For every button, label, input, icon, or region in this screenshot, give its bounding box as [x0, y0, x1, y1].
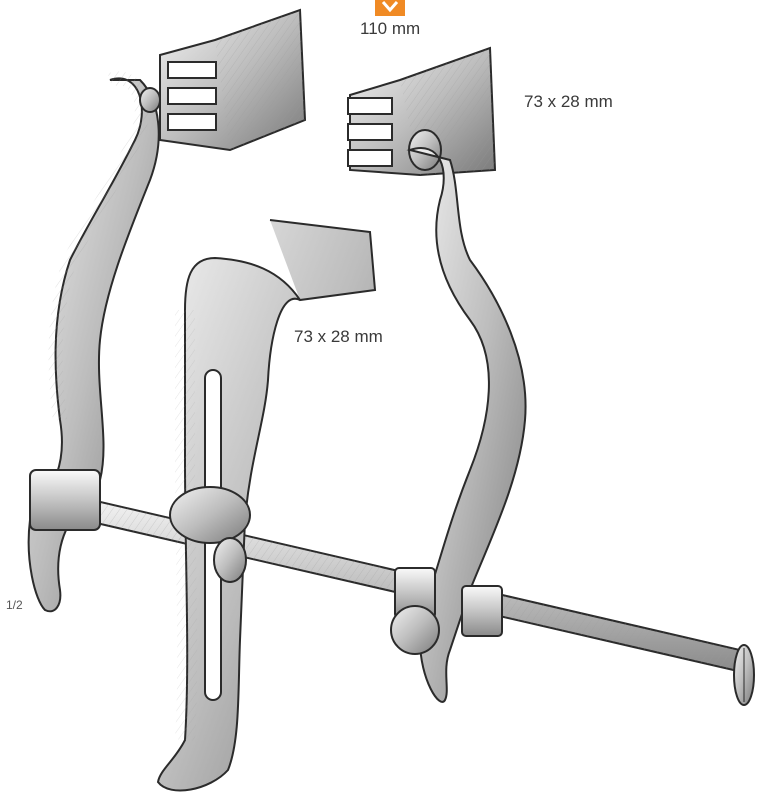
side-blade-size-label: 73 x 28 mm — [524, 92, 613, 111]
center-blade-size-label: 73 x 28 mm — [294, 327, 383, 346]
scale-label: 1/2 — [6, 598, 23, 612]
brand-logo-icon — [375, 0, 405, 16]
right-arm — [390, 147, 527, 703]
overall-length-label: 110 mm — [360, 19, 421, 38]
right-blade — [347, 46, 497, 177]
center-blade — [156, 219, 377, 792]
left-blade — [139, 8, 307, 152]
